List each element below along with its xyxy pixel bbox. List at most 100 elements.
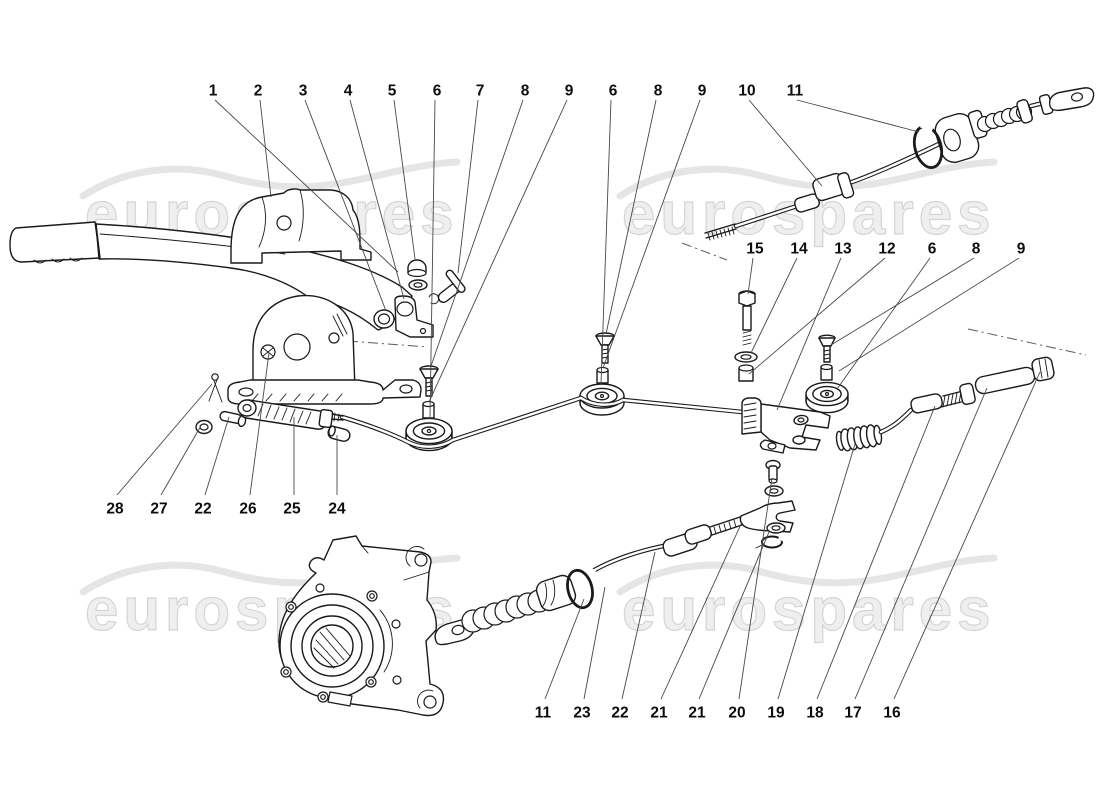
leader-line: [249, 352, 270, 496]
callout-number: 27: [150, 501, 167, 518]
callout-number: 13: [834, 241, 852, 258]
leader-line: [854, 387, 988, 700]
clevis-pin: [219, 410, 247, 428]
leader-line: [349, 99, 405, 300]
hub-cable-end: [434, 566, 597, 646]
spacer-tube: [738, 364, 754, 382]
leader-line: [698, 531, 770, 700]
leader-line: [605, 99, 657, 335]
leader-line: [544, 598, 585, 700]
leader-line: [747, 257, 754, 295]
callout-number: 28: [106, 501, 124, 518]
leader-line: [776, 257, 842, 411]
leader-line: [430, 99, 524, 367]
leader-line: [393, 99, 416, 260]
snap-ring: [566, 566, 597, 610]
callout-number: 9: [698, 83, 707, 100]
equalizer-bracket: [741, 397, 831, 454]
callout-number: 21: [650, 705, 668, 722]
lever-base-housing: [227, 294, 422, 405]
leader-line: [214, 99, 399, 273]
clevis-pin-assembly: [588, 459, 796, 575]
leader-line: [600, 99, 612, 385]
right-rear-cable: [878, 356, 1055, 435]
countersunk-screw: [419, 365, 439, 397]
mount-bolt-group: [734, 290, 758, 382]
callout-number: 6: [609, 83, 618, 100]
leader-line: [838, 257, 1020, 372]
watermark: eurospares: [616, 158, 998, 248]
callout-number: 15: [746, 241, 764, 258]
callout-number: 1: [209, 83, 218, 100]
leader-line: [621, 551, 656, 700]
callout-number: 22: [611, 705, 628, 722]
clevis-pin-vertical: [765, 459, 781, 484]
callout-number: 9: [565, 83, 574, 100]
callout-number: 16: [883, 705, 901, 722]
pulley-right-group: [805, 334, 849, 414]
leader-line: [777, 443, 856, 700]
watermark: eurospares: [616, 554, 998, 644]
callout-number: 11: [535, 705, 552, 722]
leader-line: [602, 99, 701, 369]
callout-number: 22: [194, 501, 211, 518]
leader-line: [893, 371, 1041, 700]
pivot-bushing: [373, 309, 395, 329]
leader-line: [457, 99, 479, 274]
ribbed-end-cap: [1031, 356, 1055, 382]
callout-number: 10: [738, 83, 755, 100]
callout-number: 18: [806, 705, 824, 722]
callout-number: 24: [328, 501, 346, 518]
leader-line: [816, 405, 936, 700]
eurospares-watermarks: eurospareseurospareseurospareseurospares: [79, 158, 998, 644]
watermark-swoosh: [79, 158, 461, 200]
countersunk-screw: [595, 332, 615, 364]
leader-line: [748, 99, 823, 187]
leader-line: [428, 99, 568, 403]
front-cable-run: [339, 395, 745, 449]
grommet: [934, 112, 980, 164]
outer-sleeve: [974, 366, 1036, 395]
callout-number: 2: [254, 83, 263, 100]
callout-number: 11: [787, 83, 804, 100]
callout-number: 21: [688, 705, 706, 722]
watermark-text: eurospares: [622, 576, 996, 643]
leader-line: [583, 586, 606, 700]
leader-line: [750, 257, 798, 354]
lever-cover-drawing: [230, 188, 372, 264]
callout-number: 4: [344, 83, 353, 100]
wound-spring-section: [461, 589, 551, 633]
lock-washer: [755, 534, 787, 549]
leader-line: [748, 257, 886, 375]
callout-number: 8: [521, 83, 530, 100]
cable-eyelet: [1048, 87, 1095, 112]
callout-number: 25: [283, 501, 301, 518]
leader-line: [660, 521, 743, 700]
pivot-bracket-group: [373, 259, 466, 338]
leader-line: [259, 99, 272, 198]
leader-line: [304, 99, 387, 312]
pulley: [805, 381, 849, 414]
callout-number: 9: [1017, 241, 1026, 258]
callout-number: 6: [433, 83, 442, 100]
leader-line: [204, 416, 230, 496]
axis-lines: [347, 242, 1087, 356]
toggle-pin: [428, 269, 466, 305]
leader-line: [116, 383, 213, 496]
callout-number: 6: [928, 241, 937, 258]
spacer-bushing: [422, 400, 435, 419]
callout-number: 7: [476, 83, 485, 100]
callout-number: 12: [878, 241, 895, 258]
watermark-swoosh: [616, 554, 998, 596]
cable-spring: [835, 424, 883, 452]
spacer-bushing: [596, 366, 609, 384]
pulley-left-group: [405, 365, 453, 452]
leader-line: [738, 477, 773, 700]
snap-ring: [912, 120, 944, 169]
dome-nut: [407, 259, 428, 291]
watermark-text: eurospares: [622, 180, 996, 247]
spacer-bushing: [820, 363, 833, 381]
